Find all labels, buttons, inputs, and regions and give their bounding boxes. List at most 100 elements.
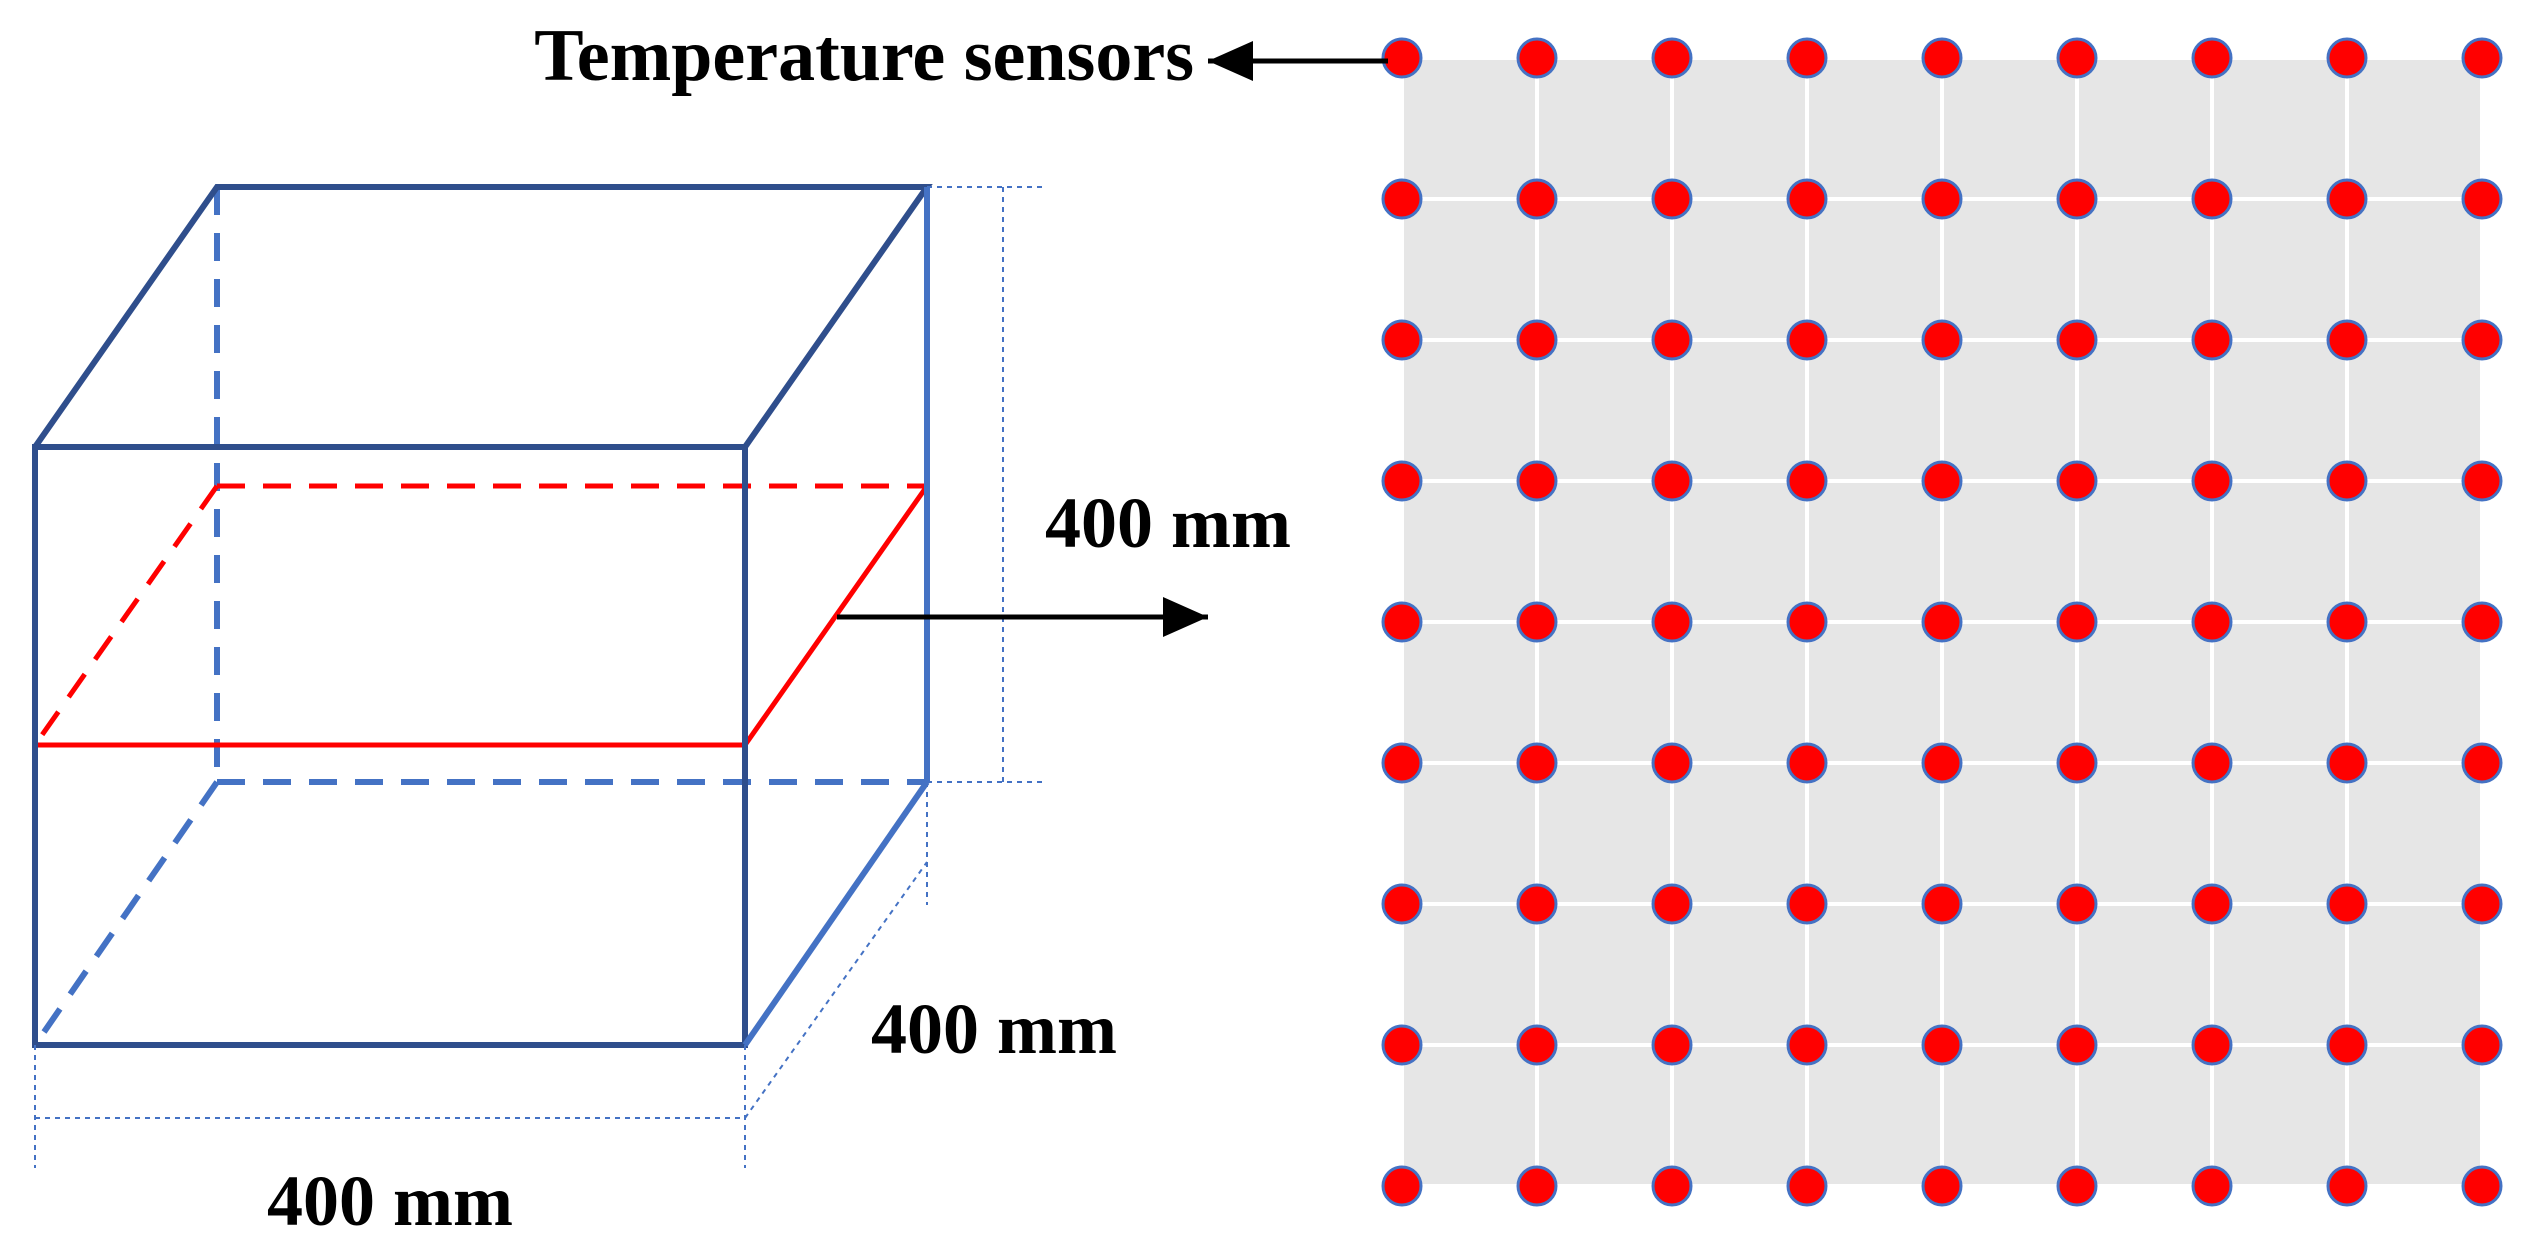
temperature-sensor-point [1381, 460, 1423, 502]
temperature-sensor-point [2326, 460, 2368, 502]
temperature-sensor-point [1651, 601, 1693, 643]
temperature-sensor-point [1921, 601, 1963, 643]
temperature-sensor-point [1381, 883, 1423, 925]
temperature-sensor-point [1516, 883, 1558, 925]
temperature-sensor-point [1651, 319, 1693, 361]
sensor-grid [1381, 37, 2503, 1207]
temperature-sensor-point [1516, 319, 1558, 361]
temperature-sensor-point [2056, 601, 2098, 643]
sensor-points [1381, 37, 2503, 1207]
temperature-sensor-point [2461, 742, 2503, 784]
temperature-sensor-point [1786, 742, 1828, 784]
temperature-sensor-point [2191, 37, 2233, 79]
temperature-sensor-point [2191, 601, 2233, 643]
temperature-sensor-point [1786, 37, 1828, 79]
temperature-sensor-point [1651, 742, 1693, 784]
temperature-sensor-point [1381, 742, 1423, 784]
temperature-sensor-point [1786, 460, 1828, 502]
section-plane-right-edge [742, 484, 930, 747]
section-plane-left-edge [32, 484, 220, 747]
temperature-sensor-point [1921, 178, 1963, 220]
temperature-sensor-point [2461, 1024, 2503, 1066]
temperature-sensor-point [2461, 178, 2503, 220]
temperature-sensor-point [1921, 319, 1963, 361]
temperature-sensor-point [2191, 319, 2233, 361]
temperature-sensor-point [1651, 178, 1693, 220]
depth-dimension-label: 400 mm [871, 989, 1117, 1069]
temperature-sensor-point [1786, 178, 1828, 220]
temperature-sensor-point [2461, 883, 2503, 925]
temperature-sensor-point [1516, 1165, 1558, 1207]
temperature-sensor-point [2326, 1165, 2368, 1207]
temperature-sensor-point [1921, 883, 1963, 925]
temperature-sensor-point [1381, 178, 1423, 220]
temperature-sensor-point [1516, 742, 1558, 784]
temperature-sensor-point [1786, 1165, 1828, 1207]
temperature-sensor-point [2056, 742, 2098, 784]
temperature-sensor-point [2461, 601, 2503, 643]
temperature-sensor-point [2056, 883, 2098, 925]
temperature-sensor-point [2326, 601, 2368, 643]
temperature-sensor-point [2461, 1165, 2503, 1207]
temperature-sensor-point [1381, 1024, 1423, 1066]
dimension-lines [34, 186, 1045, 1168]
section-plane [32, 483, 930, 748]
width-dimension-label: 400 mm [267, 1161, 513, 1241]
temperature-sensor-point [1381, 1165, 1423, 1207]
temperature-sensor-point [1921, 1024, 1963, 1066]
temperature-sensor-point [2056, 1024, 2098, 1066]
temperature-sensor-point [2191, 460, 2233, 502]
depth-dimension-line [744, 861, 928, 1119]
temperature-sensor-point [1381, 319, 1423, 361]
temperature-sensor-point [2326, 319, 2368, 361]
cube-front-face [32, 444, 748, 1048]
temperature-sensor-point [1651, 1024, 1693, 1066]
temperature-sensor-point [2191, 742, 2233, 784]
temperature-sensor-point [2326, 37, 2368, 79]
temperature-sensor-point [1651, 460, 1693, 502]
temperature-sensor-point [2191, 883, 2233, 925]
temperature-sensor-point [1921, 460, 1963, 502]
temperature-sensor-point [2056, 460, 2098, 502]
temperature-sensor-point [2326, 178, 2368, 220]
temperature-sensor-point [2056, 319, 2098, 361]
temperature-sensor-point [2191, 1024, 2233, 1066]
temperature-sensor-point [2191, 178, 2233, 220]
temperature-sensor-point [1921, 37, 1963, 79]
temperature-sensor-point [1516, 601, 1558, 643]
height-dimension-label: 400 mm [1045, 483, 1291, 563]
cube-drawing [32, 184, 1045, 1168]
temperature-sensor-point [2191, 1165, 2233, 1207]
temperature-sensor-point [1516, 1024, 1558, 1066]
temperature-sensor-point [1786, 601, 1828, 643]
cube-hidden-edges [32, 187, 927, 1047]
temperature-sensor-point [1921, 742, 1963, 784]
temperature-sensor-point [2461, 319, 2503, 361]
sensors-label: Temperature sensors [534, 15, 1194, 97]
temperature-sensor-point [2326, 883, 2368, 925]
temperature-sensor-point [2056, 178, 2098, 220]
temperature-sensor-point [1516, 460, 1558, 502]
temperature-sensor-point [2326, 1024, 2368, 1066]
temperature-sensor-point [1786, 319, 1828, 361]
cube-top-face [32, 184, 933, 449]
temperature-sensor-point [1786, 883, 1828, 925]
cube-right-bottom-diagonal [742, 780, 930, 1047]
temperature-sensor-point [1381, 601, 1423, 643]
temperature-sensor-point [1516, 178, 1558, 220]
temperature-sensor-point [2461, 460, 2503, 502]
temperature-sensor-point [2461, 37, 2503, 79]
temperature-sensor-point [1651, 883, 1693, 925]
temperature-sensor-point [1651, 37, 1693, 79]
hidden-edge-bottom-left-diagonal [32, 780, 220, 1047]
temperature-sensor-point [2326, 742, 2368, 784]
temperature-sensor-point [2056, 1165, 2098, 1207]
cube-visible-edges [32, 184, 933, 1048]
temperature-sensor-point [1516, 37, 1558, 79]
temperature-sensor-point [1381, 37, 1423, 79]
temperature-sensor-point [2056, 37, 2098, 79]
temperature-sensor-point [1651, 1165, 1693, 1207]
temperature-sensor-point [1921, 1165, 1963, 1207]
temperature-sensor-point [1786, 1024, 1828, 1066]
